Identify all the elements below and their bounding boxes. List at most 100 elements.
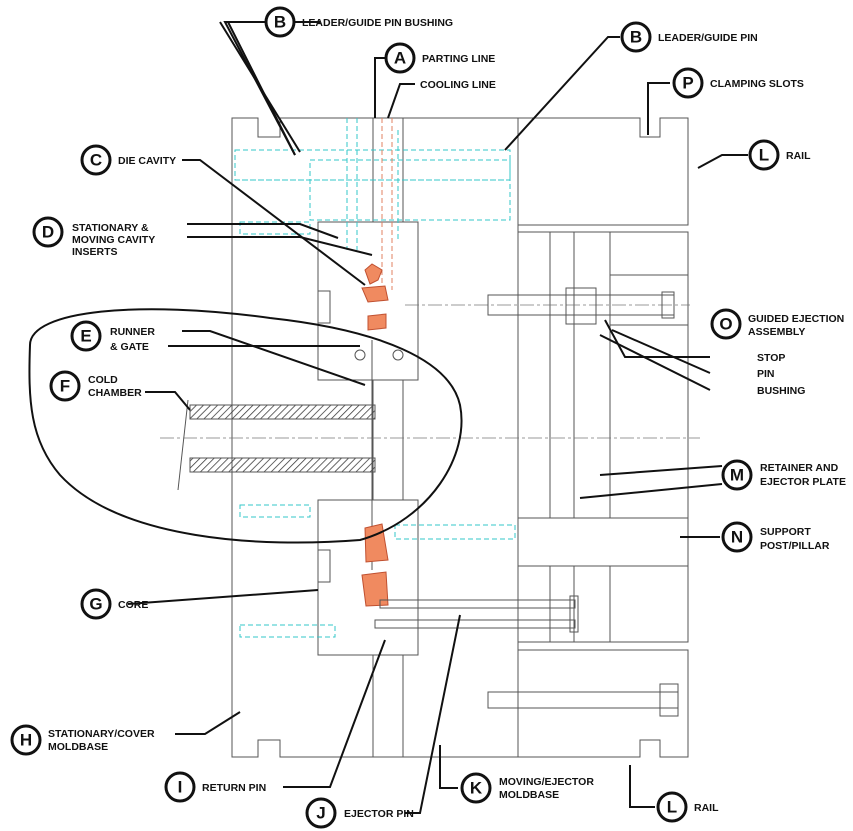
- callout-bubble: [620, 21, 652, 53]
- callout-letter: D: [42, 223, 54, 242]
- callout-letter: F: [60, 377, 70, 396]
- callout-bubble: [656, 791, 688, 823]
- callout-bubble: [305, 797, 337, 829]
- support-block: [609, 274, 689, 326]
- gate-circle-2: [392, 349, 404, 361]
- return-pin-bar: [374, 619, 576, 629]
- callout-I: I RETURN PIN: [164, 771, 266, 803]
- callout-label: RAIL: [786, 150, 811, 162]
- callout-letter: C: [90, 151, 102, 170]
- callout-H: H STATIONARY/COVER MOLDBASE: [10, 724, 155, 756]
- callout-label-line-1: MOVING/EJECTOR: [499, 776, 594, 788]
- callout-label-line-2: MOLDBASE: [48, 741, 108, 753]
- ejector-pin-bar: [379, 599, 576, 609]
- ejector-plate-1: [549, 231, 575, 643]
- callout-letter: A: [394, 49, 406, 68]
- callout-label: DIE CAVITY: [118, 155, 176, 167]
- stationary-plate: [231, 117, 374, 758]
- cold-chamber-outline: [28, 308, 463, 544]
- callout-label-line-1: COLD: [88, 374, 118, 386]
- callout-bubble: [49, 370, 81, 402]
- callout-label: RAIL: [694, 802, 719, 814]
- callout-J: J EJECTOR PIN: [305, 797, 414, 829]
- callout-O: O GUIDED EJECTION ASSEMBLY: [710, 308, 844, 340]
- callout-C: C DIE CAVITY: [80, 144, 176, 176]
- callout-label-line-2: ASSEMBLY: [748, 326, 805, 338]
- callout-letter: O: [719, 315, 732, 334]
- support-pillar: [517, 517, 689, 567]
- upper-insert-step: [317, 290, 331, 324]
- callout-bubble: [80, 588, 112, 620]
- callout-label-line-2: MOVING CAVITY: [72, 234, 155, 246]
- callout-letter: I: [178, 778, 183, 797]
- right-top-block: [517, 117, 689, 226]
- callout-bubble: [384, 42, 416, 74]
- callout-letter: M: [730, 466, 744, 485]
- callout-bubble: [672, 67, 704, 99]
- callout-bubble: [70, 320, 102, 352]
- callout-G: G CORE: [80, 588, 148, 620]
- callout-letter: B: [274, 13, 286, 32]
- callout-letter: K: [470, 779, 483, 798]
- callout-bubble: [32, 216, 64, 248]
- callout-label: COOLING LINE: [420, 79, 496, 91]
- callout-label: PIN: [757, 368, 775, 380]
- callout-N: N SUPPORT POST/PILLAR: [721, 521, 830, 553]
- callout-L-top: L RAIL: [748, 139, 811, 171]
- callout-letter: L: [759, 146, 769, 165]
- ejector-pin-head: [569, 595, 579, 633]
- callout-D: D STATIONARY & MOVING CAVITY INSERTS: [32, 216, 155, 258]
- callout-label-line-1: SUPPORT: [760, 526, 811, 538]
- callout-label: STOP: [757, 352, 785, 364]
- callout-label: RETURN PIN: [202, 782, 266, 794]
- callout-label: EJECTOR PIN: [344, 808, 414, 820]
- callout-bubble: [264, 6, 296, 38]
- callout-label: LEADER/GUIDE PIN BUSHING: [302, 17, 453, 29]
- bolt-4: [394, 524, 516, 540]
- callout-P: P CLAMPING SLOTS: [672, 67, 804, 99]
- moldbase-drawing: [160, 117, 700, 758]
- callout-label-line-1: STATIONARY/COVER: [48, 728, 155, 740]
- callout-bubble: [10, 724, 42, 756]
- callout-letter: N: [731, 528, 743, 547]
- leader-lines: [127, 21, 748, 814]
- callout-bubble: [721, 521, 753, 553]
- callout-A: A PARTING LINE: [384, 42, 495, 74]
- callout-label-line-1: RUNNER: [110, 326, 155, 338]
- callout-label-line-2: EJECTOR PLATE: [760, 476, 846, 488]
- lower-insert-step: [317, 549, 331, 583]
- bolt-2: [239, 504, 311, 518]
- guided-ejection-bushing: [565, 287, 597, 325]
- callout-stop: STOP: [757, 352, 785, 364]
- callout-bubble: [710, 308, 742, 340]
- callout-label-line-2: CHAMBER: [88, 387, 142, 399]
- callout-bubble: [80, 144, 112, 176]
- callout-label-line-1: RETAINER AND: [760, 462, 839, 474]
- callout-letter: H: [20, 731, 32, 750]
- callout-letter: P: [682, 74, 693, 93]
- die-cavity-mid: [361, 285, 389, 303]
- cold-chamber-bottom: [189, 457, 376, 473]
- callout-bubble: [164, 771, 196, 803]
- callout-label: CLAMPING SLOTS: [710, 78, 804, 90]
- callout-label-line-1: GUIDED EJECTION: [748, 313, 844, 325]
- callout-label-line-3: INSERTS: [72, 246, 118, 258]
- die-cavity-upper: [364, 263, 383, 285]
- callout-label: PARTING LINE: [422, 53, 495, 65]
- bolt-3: [239, 624, 336, 638]
- callout-M: M RETAINER AND EJECTOR PLATE: [721, 459, 846, 491]
- callout-K: K MOVING/EJECTOR MOLDBASE: [460, 772, 594, 804]
- gate-circle-1: [354, 349, 366, 361]
- callout-letter: B: [630, 28, 642, 47]
- callout-bubble: [721, 459, 753, 491]
- leader-bushing: [309, 159, 511, 221]
- cold-chamber-top: [189, 404, 376, 420]
- core-cavity-2: [361, 571, 389, 607]
- lower-bolt-head: [659, 683, 679, 717]
- callout-label: LEADER/GUIDE PIN: [658, 32, 758, 44]
- callout-letter: L: [667, 798, 677, 817]
- right-bottom-block: [517, 649, 689, 758]
- core-cavity-1: [364, 523, 389, 563]
- guided-ejection-head: [661, 291, 675, 319]
- callout-label: CORE: [118, 599, 148, 611]
